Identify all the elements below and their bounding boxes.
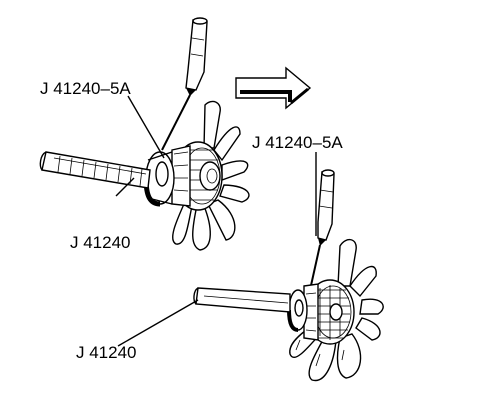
lower-wrench — [193, 287, 291, 313]
lower-fan-blades — [289, 239, 384, 382]
lower-holder-tool — [309, 169, 335, 291]
lower-pulley — [287, 289, 308, 332]
label-lower-wrench: J 41240 — [76, 343, 137, 362]
leader-lines — [115, 95, 317, 347]
label-upper-holder-tool: J 41240–5A — [40, 79, 131, 98]
upper-fan-clutch — [171, 141, 223, 211]
upper-wrench — [39, 151, 151, 189]
upper-fan-blades — [172, 100, 250, 251]
lower-fan-clutch — [303, 279, 355, 345]
upper-assembly — [39, 17, 250, 251]
right-arrow-icon — [235, 66, 312, 110]
lower-assembly — [193, 169, 384, 382]
label-lower-holder-tool: J 41240–5A — [252, 133, 343, 152]
upper-holder-tool — [161, 17, 208, 151]
upper-pulley — [143, 151, 175, 207]
label-upper-wrench: J 41240 — [70, 233, 131, 252]
